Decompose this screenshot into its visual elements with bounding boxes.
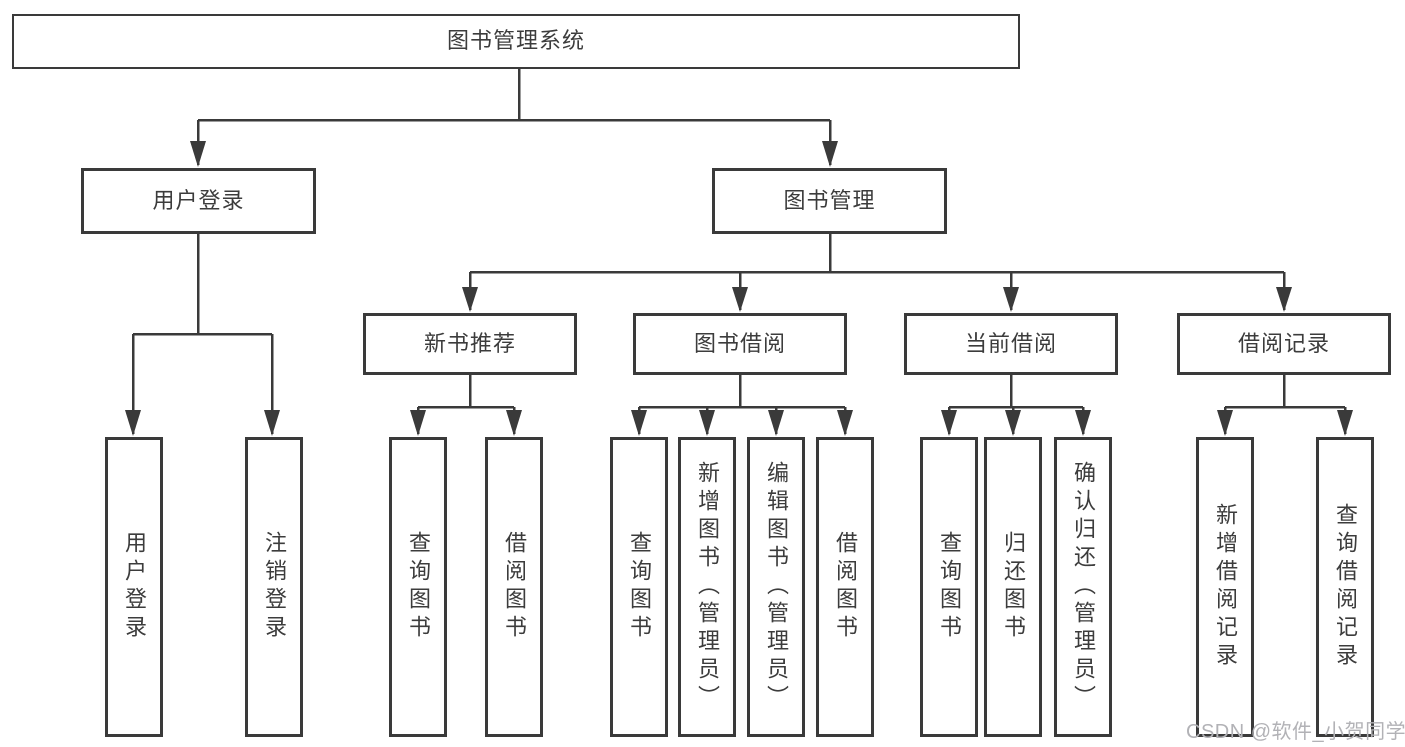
leaf-borrow-books-recommend: 借阅图书 xyxy=(485,437,543,737)
leaf-edit-books-admin: 编辑图书（管理员） xyxy=(747,437,805,737)
leaf-return-books-label: 归还图书 xyxy=(1001,531,1026,643)
arrowheads xyxy=(125,141,1353,436)
leaf-user-login-label: 用户登录 xyxy=(122,531,147,643)
leaf-logout-login: 注销登录 xyxy=(245,437,303,737)
leaf-query-books-recommend: 查询图书 xyxy=(389,437,447,737)
leaf-query-books-current: 查询图书 xyxy=(920,437,978,737)
node-book-management-label: 图书管理 xyxy=(783,187,876,213)
node-root: 图书管理系统 xyxy=(12,14,1020,69)
leaf-confirm-return-admin: 确认归还（管理员） xyxy=(1054,437,1112,737)
leaf-query-borrow-record: 查询借阅记录 xyxy=(1316,437,1374,737)
node-user-login: 用户登录 xyxy=(81,168,316,234)
node-root-label: 图书管理系统 xyxy=(446,28,585,54)
leaf-logout-login-label: 注销登录 xyxy=(262,531,287,643)
node-current-borrow: 当前借阅 xyxy=(904,313,1118,375)
node-book-borrow: 图书借阅 xyxy=(633,313,847,375)
leaf-return-books: 归还图书 xyxy=(984,437,1042,737)
leaf-add-borrow-record-label: 新增借阅记录 xyxy=(1213,503,1238,671)
leaf-query-books-borrow: 查询图书 xyxy=(610,437,668,737)
node-book-borrow-label: 图书借阅 xyxy=(693,330,786,356)
leaf-borrow-books-recommend-label: 借阅图书 xyxy=(502,531,527,643)
node-user-login-label: 用户登录 xyxy=(152,187,245,213)
watermark-text: CSDN @软件_小贺同学 xyxy=(1186,721,1405,743)
leaf-borrow-books-label: 借阅图书 xyxy=(833,531,858,643)
node-new-book-recommend-label: 新书推荐 xyxy=(423,330,516,356)
node-new-book-recommend: 新书推荐 xyxy=(363,313,577,375)
node-current-borrow-label: 当前借阅 xyxy=(964,330,1057,356)
node-borrow-records: 借阅记录 xyxy=(1177,313,1391,375)
leaf-edit-books-admin-label: 编辑图书（管理员） xyxy=(764,461,789,713)
leaf-add-books-admin-label: 新增图书（管理员） xyxy=(695,461,720,713)
leaf-query-books-borrow-label: 查询图书 xyxy=(627,531,652,643)
node-book-management: 图书管理 xyxy=(712,168,947,234)
leaf-query-books-recommend-label: 查询图书 xyxy=(406,531,431,643)
leaf-borrow-books: 借阅图书 xyxy=(816,437,874,737)
leaf-add-borrow-record: 新增借阅记录 xyxy=(1196,437,1254,737)
leaf-query-books-current-label: 查询图书 xyxy=(937,531,962,643)
leaf-user-login: 用户登录 xyxy=(105,437,163,737)
leaf-query-borrow-record-label: 查询借阅记录 xyxy=(1333,503,1358,671)
leaf-add-books-admin: 新增图书（管理员） xyxy=(678,437,736,737)
node-borrow-records-label: 借阅记录 xyxy=(1237,330,1330,356)
leaf-confirm-return-admin-label: 确认归还（管理员） xyxy=(1071,461,1096,713)
